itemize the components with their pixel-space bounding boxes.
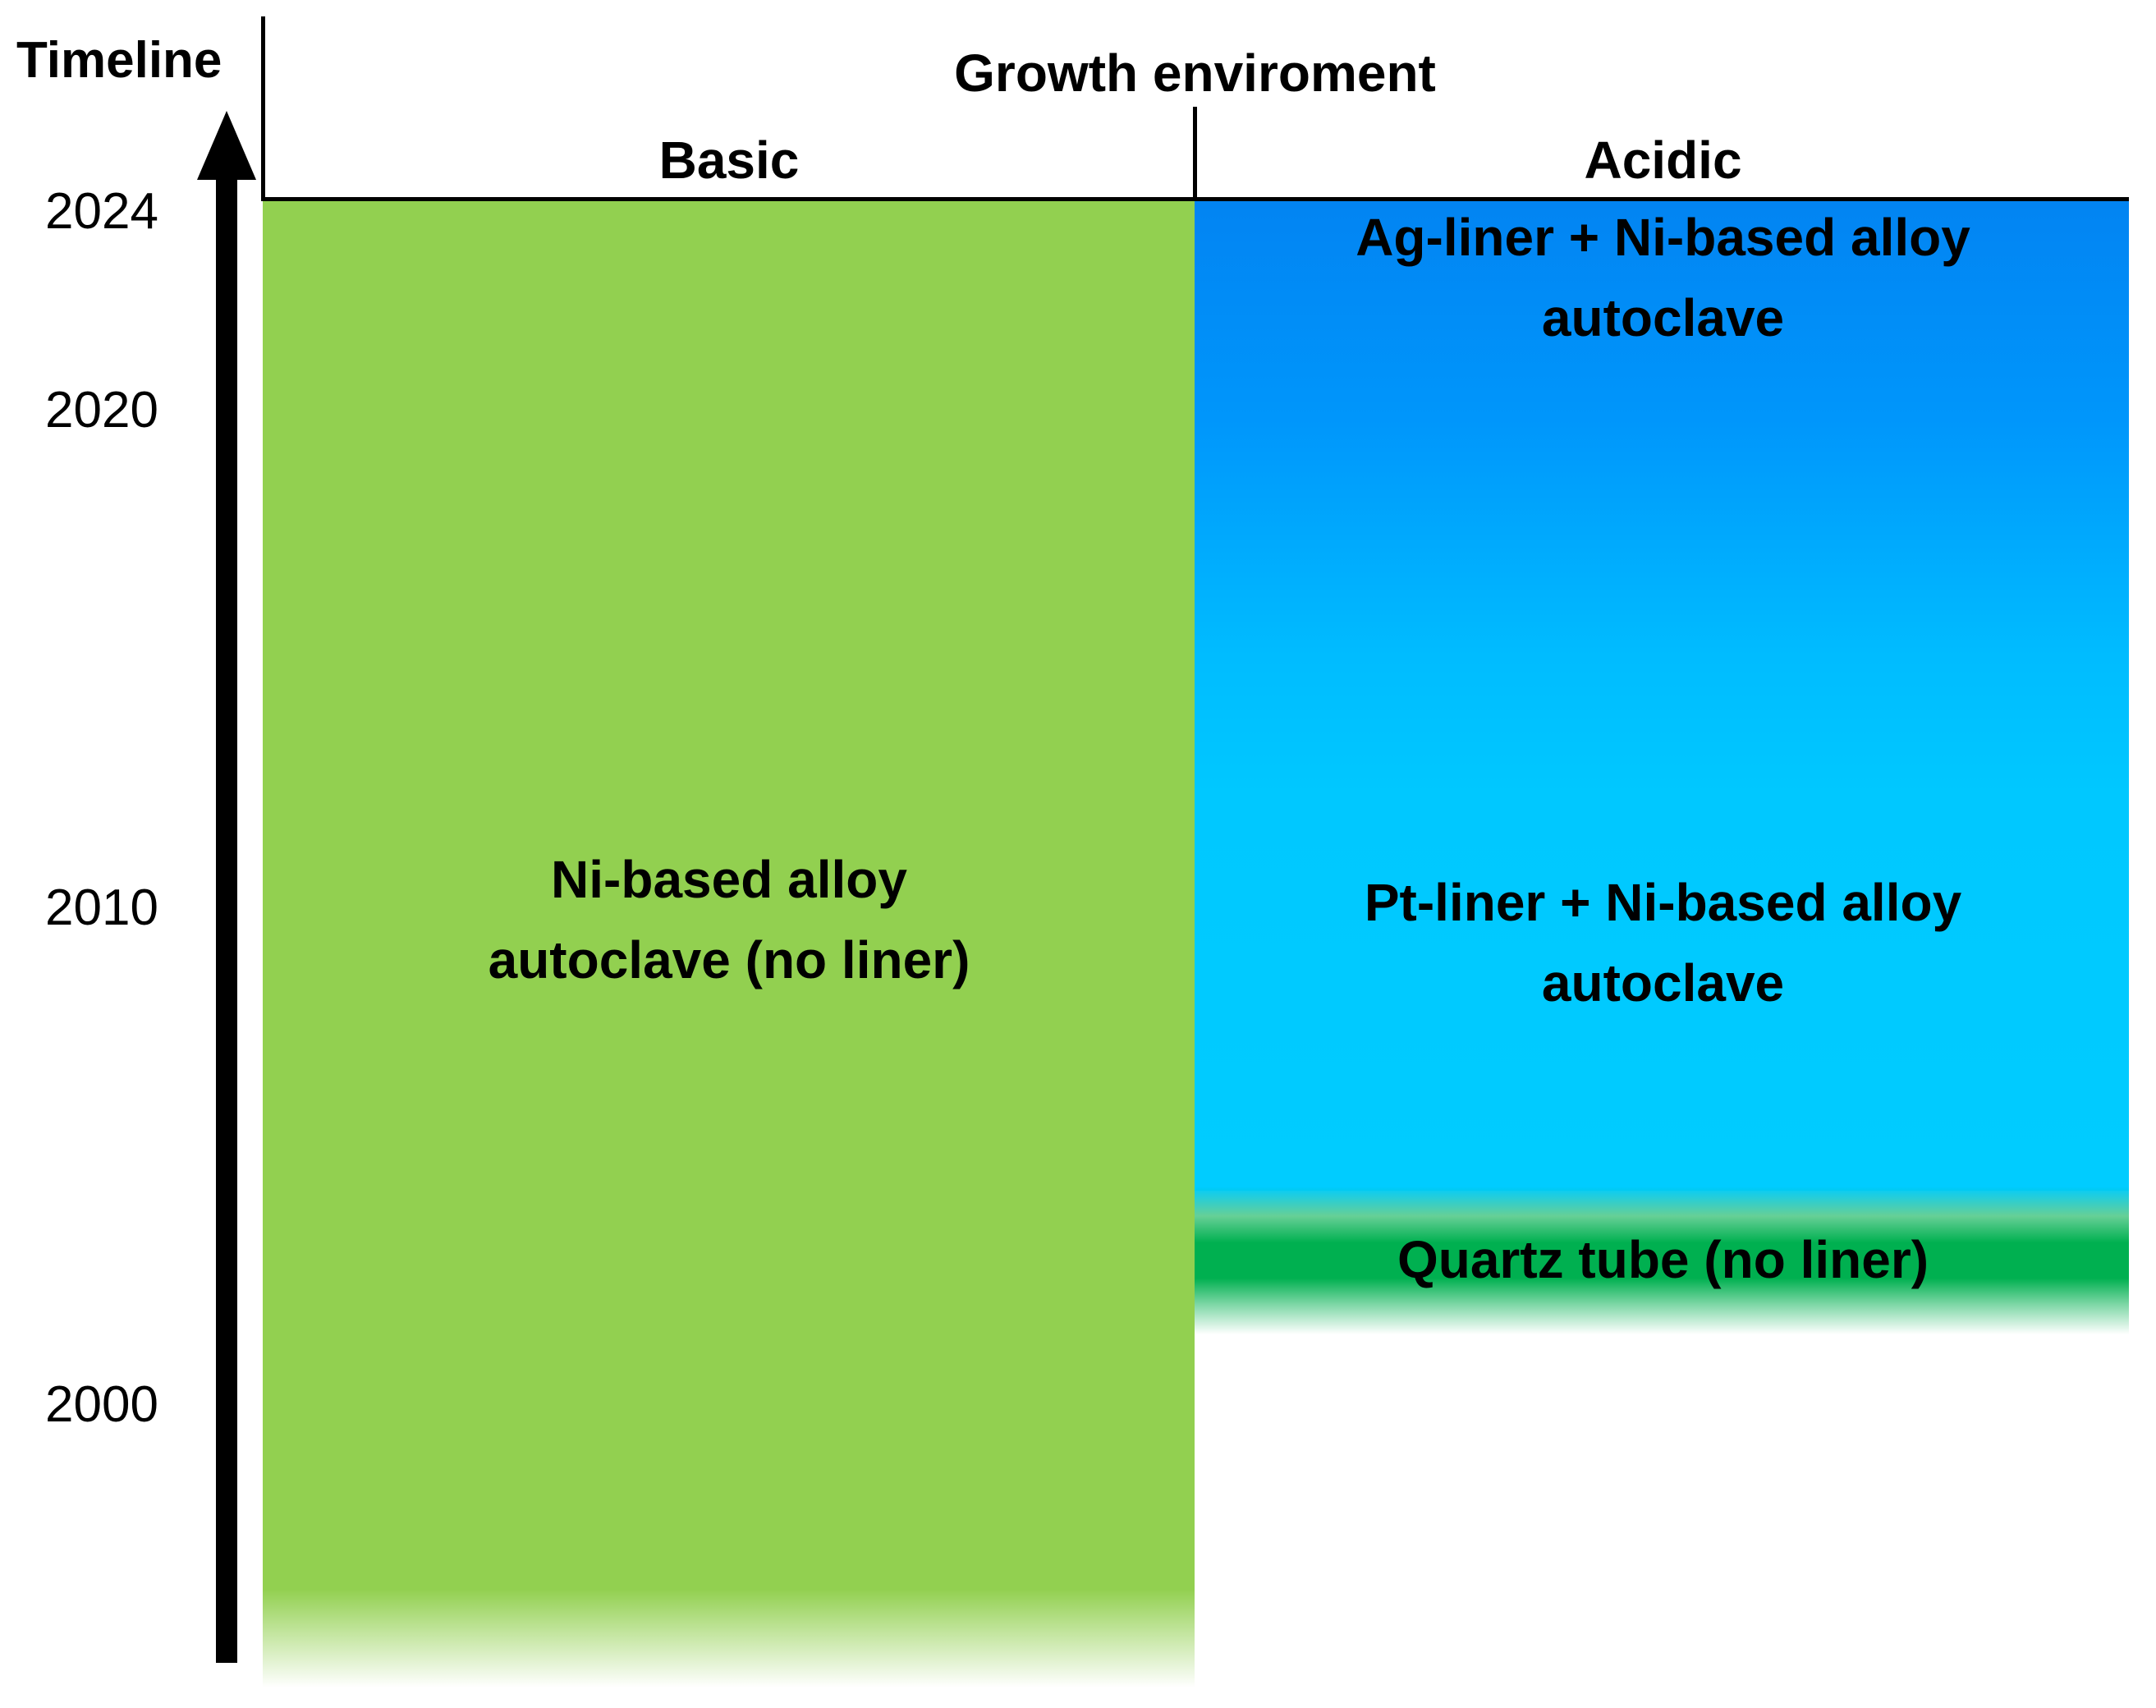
label-acidic-pt: Pt-liner + Ni-based alloy autoclave [1197,862,2129,1023]
column-header-basic: Basic [658,131,800,190]
left-divider [261,16,265,201]
middle-divider [1193,107,1197,201]
label-basic: Ni-based alloy autoclave (no liner) [265,839,1193,1000]
label-acidic-ag-line2: autoclave [1541,288,1785,347]
timeline-axis [216,177,237,1663]
timeline-label: Timeline [16,32,222,89]
label-acidic-ag: Ag-liner + Ni-based alloy autoclave [1197,197,2129,358]
column-header-acidic: Acidic [1584,131,1742,190]
label-acidic-pt-line2: autoclave [1541,953,1785,1012]
region-quartz [1195,1187,2129,1334]
region-acidic-liner [1195,201,2129,1191]
region-basic [263,201,1195,1687]
label-basic-line2: autoclave (no liner) [488,930,970,989]
year-2020: 2020 [45,382,158,438]
label-acidic-quartz-line1: Quartz tube (no liner) [1397,1230,1929,1289]
year-2024: 2024 [45,183,158,240]
header-title: Growth enviroment [954,44,1436,103]
label-acidic-ag-line1: Ag-liner + Ni-based alloy [1356,208,1970,267]
year-2010: 2010 [45,879,158,936]
year-2000: 2000 [45,1376,158,1433]
label-acidic-quartz: Quartz tube (no liner) [1197,1219,2129,1300]
label-basic-line1: Ni-based alloy [551,850,907,909]
label-acidic-pt-line1: Pt-liner + Ni-based alloy [1364,873,1962,932]
timeline-arrow-icon [197,111,256,180]
header-rule [261,197,2129,201]
